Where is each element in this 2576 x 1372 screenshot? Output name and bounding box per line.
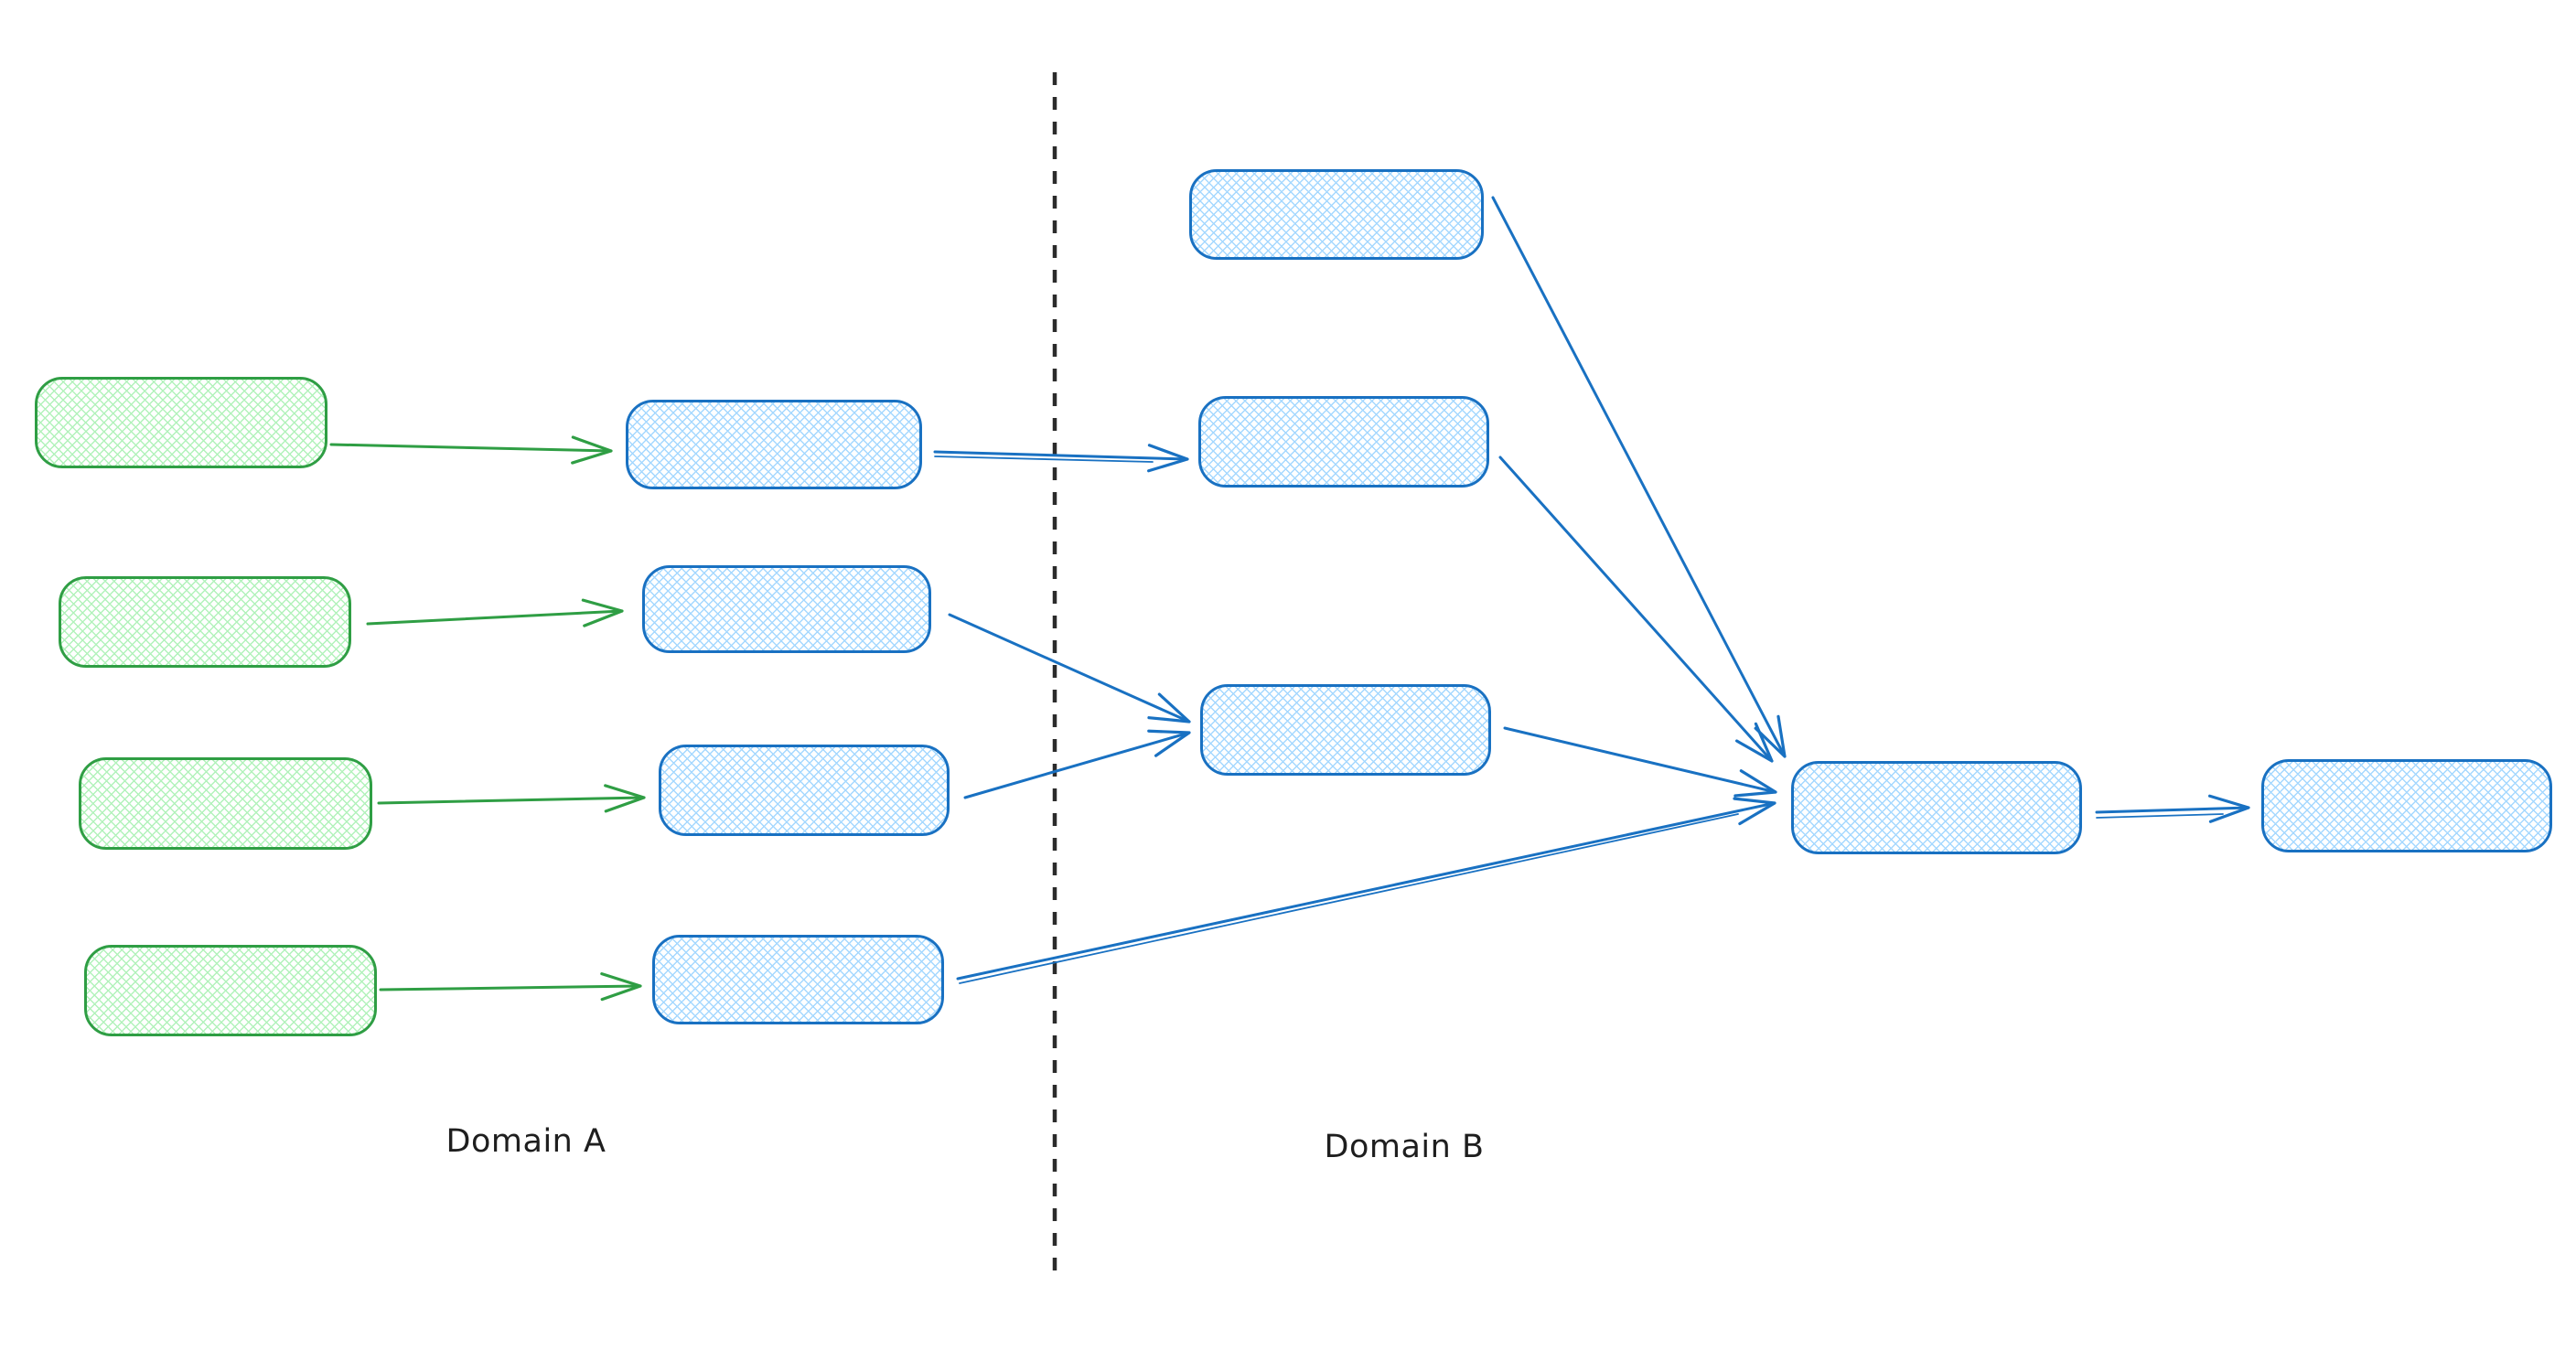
domain-a-source-1[interactable] <box>35 377 327 468</box>
edge-merge-output[interactable] <box>2095 794 2250 823</box>
domain-a-process-2[interactable] <box>642 565 931 653</box>
domain-a-label: Domain A <box>445 1123 606 1160</box>
domain-a-process-4[interactable] <box>652 935 944 1024</box>
edge-source3-process3[interactable] <box>377 784 646 813</box>
domain-b-node-1[interactable] <box>1189 169 1484 260</box>
edge-bnode2-merge[interactable] <box>1498 456 1774 763</box>
domain-b-node-3[interactable] <box>1200 684 1491 776</box>
domain-a-source-2[interactable] <box>59 576 351 668</box>
domain-a-source-3[interactable] <box>79 757 372 850</box>
edge-process1-bnode2[interactable] <box>933 444 1189 473</box>
edge-process4-merge-sketch <box>959 813 1739 984</box>
edge-bnode3-merge[interactable] <box>1503 726 1777 798</box>
edge-process2-bnode3[interactable] <box>948 613 1191 724</box>
domain-b-label: Domain B <box>1324 1129 1485 1165</box>
edge-process3-bnode3[interactable] <box>963 729 1191 799</box>
edge-process1-bnode2-sketch <box>934 456 1154 463</box>
domain-b-merge-node[interactable] <box>1791 761 2082 854</box>
edge-process4-merge[interactable] <box>956 797 1776 981</box>
edge-source1-process1[interactable] <box>329 435 613 465</box>
domain-b-output-node[interactable] <box>2261 759 2552 852</box>
domain-a-process-3[interactable] <box>659 745 950 836</box>
edge-merge-output-sketch <box>2096 813 2224 819</box>
domain-a-process-1[interactable] <box>626 400 922 489</box>
domain-b-node-2[interactable] <box>1198 396 1489 488</box>
edge-source2-process2[interactable] <box>366 598 624 627</box>
edge-source4-process4[interactable] <box>379 971 642 1002</box>
domain-a-source-4[interactable] <box>84 945 377 1036</box>
edge-bnode1-merge[interactable] <box>1491 196 1787 758</box>
